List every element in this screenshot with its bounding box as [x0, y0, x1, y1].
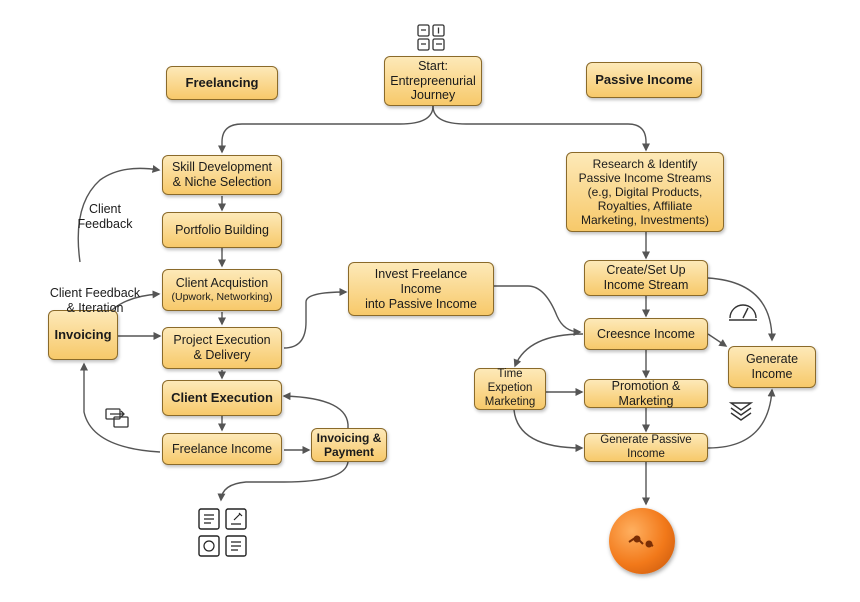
- skill-development-node: Skill Development & Niche Selection: [162, 155, 282, 195]
- edge-start-to-skill: [218, 105, 434, 154]
- client-acquisition-sub: (Upwork, Networking): [171, 291, 273, 304]
- edge-feedback-iteration: [111, 290, 161, 311]
- edge-generate-passive-to-generate-income: [707, 388, 776, 449]
- edge-execution-to-invest: [283, 288, 348, 349]
- create-income-node: Creesnce Income: [584, 318, 708, 350]
- client-execution-node: Client Execution: [162, 380, 282, 416]
- edge-create-to-generate-income: [707, 277, 776, 342]
- freelancing-header: Freelancing: [166, 66, 278, 100]
- create-stream-node: Create/Set Up Income Stream: [584, 260, 708, 296]
- invoicing-node: Invoicing: [48, 310, 118, 360]
- generate-passive-node: Generate Passive Income: [584, 433, 708, 462]
- sparkle-icon: [628, 535, 654, 548]
- edge-create-income-to-generate-income: [707, 333, 728, 347]
- edge-feedback-loop: [77, 165, 161, 263]
- edge-invest-to-create-income: [494, 285, 582, 336]
- edge-payment-to-documents: [217, 461, 349, 502]
- client-acquisition-node: Client Acquistion (Upwork, Networking): [162, 269, 282, 311]
- freelance-income-node: Freelance Income: [162, 433, 282, 465]
- edge-time-to-generate-passive: [513, 409, 584, 452]
- edge-create-income-to-time: [513, 333, 584, 368]
- orange-orb-icon: [609, 508, 675, 574]
- start-label: Start: Entrepreenurial Journey: [390, 59, 476, 103]
- start-node: Start: Entrepreenurial Journey: [384, 56, 482, 106]
- client-feedback-label: Client Feedback: [77, 201, 133, 232]
- passive-income-header: Passive Income: [586, 62, 702, 98]
- project-execution-node: Project Execution & Delivery: [162, 327, 282, 369]
- gauge-icon: [729, 304, 757, 321]
- promotion-node: Promotion & Marketing: [584, 379, 708, 408]
- portfolio-building-node: Portfolio Building: [162, 212, 282, 248]
- layers-icon: [728, 402, 754, 421]
- documents-icon: [198, 508, 247, 557]
- invest-node: Invest Freelance Income into Passive Inc…: [348, 262, 494, 316]
- edge-payment-to-client-execution: [282, 392, 349, 429]
- generate-income-node: Generate Income: [728, 346, 816, 388]
- transfer-icon: [105, 408, 129, 428]
- edge-freelance-to-invoicing: [80, 362, 161, 453]
- edge-start-to-research: [432, 105, 650, 152]
- time-expetion-node: Time Expetion Marketing: [474, 368, 546, 410]
- invoicing-payment-node: Invoicing & Payment: [311, 428, 387, 462]
- research-node: Research & Identify Passive Income Strea…: [566, 152, 724, 232]
- apps-grid-icon: [417, 24, 445, 51]
- client-feedback-iteration-label: Client Feedback & Iteration: [49, 285, 141, 316]
